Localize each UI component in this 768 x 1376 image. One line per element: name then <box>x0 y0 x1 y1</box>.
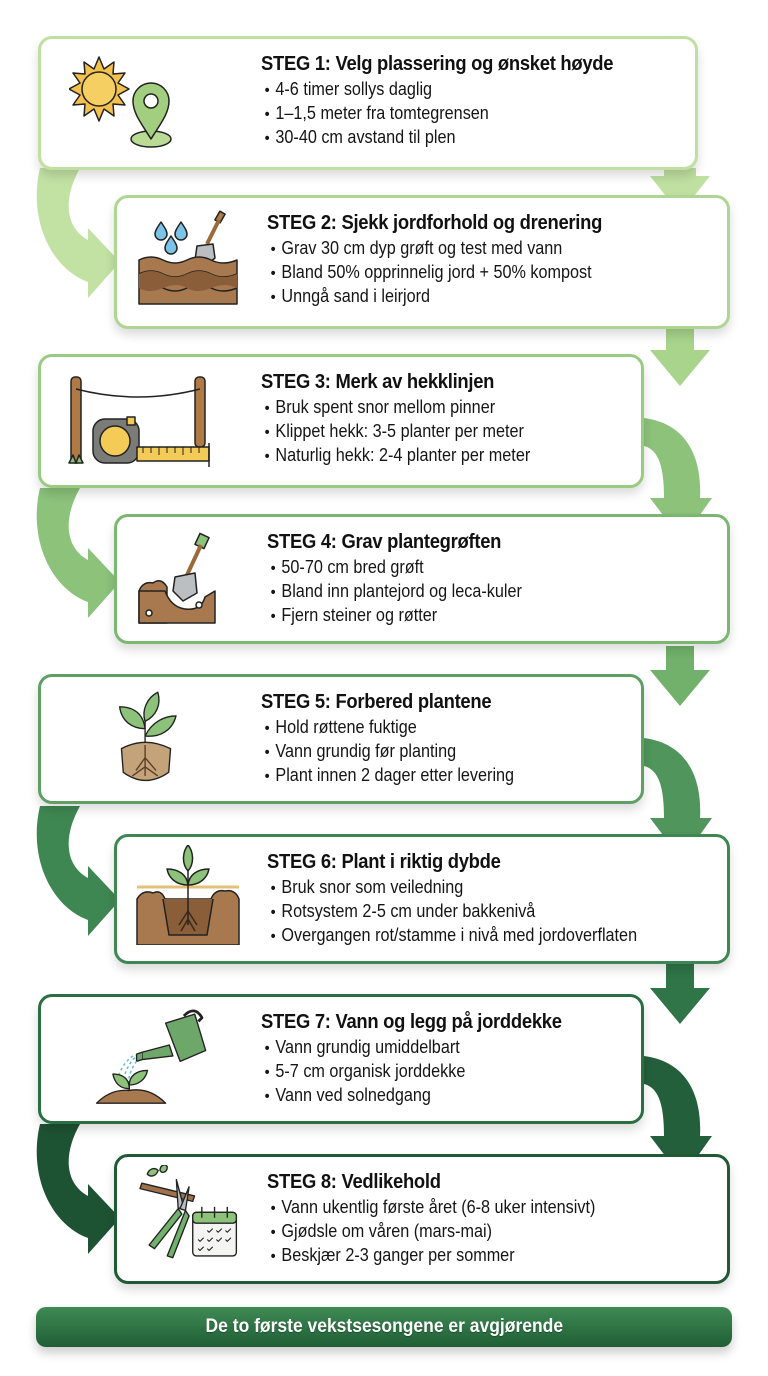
bullet-item: •5-7 cm organisk jorddekke <box>264 1061 466 1081</box>
curved-arrow-icon <box>36 488 120 618</box>
curved-arrow-icon <box>36 168 120 298</box>
bullet-item: •Beskjær 2-3 ganger per sommer <box>270 1245 515 1265</box>
bullet-item: •Unngå sand i leirjord <box>270 286 430 306</box>
step-bullets: •Vann ukentlig første året (6-8 uker int… <box>267 1196 632 1268</box>
footer-text: De to første vekstsesongene er avgjørend… <box>205 1316 563 1337</box>
seedling-root-ball-icon <box>101 685 191 785</box>
step-card-2: STEG 2: Sjekk jordforhold og drenering •… <box>114 195 730 329</box>
step-card-5: STEG 5: Forbered plantene •Hold røttene … <box>38 674 644 804</box>
down-arrow-icon <box>650 964 710 1024</box>
step-title: STEG 1: Velg plassering og ønsket høyde <box>261 53 614 75</box>
bullet-item: •Vann grundig før planting <box>264 741 457 761</box>
step-bullets: •Grav 30 cm dyp grøft og test med vann •… <box>267 237 631 309</box>
step-title: STEG 2: Sjekk jordforhold og drenering <box>267 212 603 234</box>
bullet-item: •Plant innen 2 dager etter levering <box>264 765 515 785</box>
bullet-item: •Bruk snor som veiledning <box>270 877 464 897</box>
sun-and-location-pin-icon <box>68 53 179 153</box>
bullet-item: •Vann ukentlig første året (6-8 uker int… <box>270 1197 596 1217</box>
curved-arrow-icon <box>36 806 120 936</box>
bullet-item: •Grav 30 cm dyp grøft og test med vann <box>270 238 563 258</box>
bullet-item: •Klippet hekk: 3-5 planter per meter <box>264 421 524 441</box>
pruning-shears-calendar-icon <box>135 1164 245 1265</box>
step-title: STEG 5: Forbered plantene <box>261 691 492 713</box>
footer-banner: De to første vekstsesongene er avgjørend… <box>36 1307 732 1347</box>
down-arrow-icon <box>650 328 710 386</box>
bullet-item: •Naturlig hekk: 2-4 planter per meter <box>264 445 531 465</box>
step-card-7: STEG 7: Vann og legg på jorddekke •Vann … <box>38 994 644 1124</box>
bullet-item: •Gjødsle om våren (mars-mai) <box>270 1221 493 1241</box>
bullet-item: •Hold røttene fuktige <box>264 717 417 737</box>
watering-can-seedling-mulch-icon <box>87 1005 217 1105</box>
bullet-item: •Bruk spent snor mellom pinner <box>264 397 496 417</box>
step-title: STEG 8: Vedlikehold <box>267 1171 441 1193</box>
bullet-item: •30-40 cm avstand til plen <box>264 127 456 147</box>
step-bullets: •Hold røttene fuktige •Vann grundig før … <box>261 716 542 788</box>
bullet-item: •1–1,5 meter fra tomtegrensen <box>264 103 489 123</box>
bullet-item: •Bland 50% opprinnelig jord + 50% kompos… <box>270 262 592 282</box>
soil-layers-shovel-water-drops-icon <box>135 208 245 308</box>
bullet-item: •Vann grundig umiddelbart <box>264 1037 460 1057</box>
shovel-digging-trench-icon <box>135 527 245 627</box>
step-card-3: STEG 3: Merk av hekklinjen •Bruk spent s… <box>38 354 644 488</box>
stakes-string-measuring-tape-icon <box>63 371 213 471</box>
step-title: STEG 7: Vann og legg på jorddekke <box>261 1011 562 1033</box>
step-bullets: •Vann grundig umiddelbart •5-7 cm organi… <box>261 1036 588 1108</box>
step-card-4: STEG 4: Grav plantegrøften •50-70 cm bre… <box>114 514 730 644</box>
step-bullets: •Bruk spent snor mellom pinner •Klippet … <box>261 396 560 468</box>
step-card-1: STEG 1: Velg plassering og ønsket høyde … <box>38 36 698 170</box>
curved-arrow-icon <box>36 1124 120 1254</box>
step-bullets: •Bruk snor som veiledning •Rotsystem 2-5… <box>267 876 678 948</box>
step-bullets: •4-6 timer sollys daglig •1–1,5 meter fr… <box>261 78 644 150</box>
bullet-item: •Vann ved solnedgang <box>264 1085 431 1105</box>
down-arrow-icon <box>650 646 710 706</box>
step-title: STEG 4: Grav plantegrøften <box>267 531 502 553</box>
bullet-item: •Overgangen rot/stamme i nivå med jordov… <box>270 925 638 945</box>
bullet-item: •4-6 timer sollys daglig <box>264 79 433 99</box>
step-title: STEG 3: Merk av hekklinjen <box>261 371 495 393</box>
bullet-item: •50-70 cm bred grøft <box>270 557 424 577</box>
plant-in-soil-depth-icon <box>135 844 245 946</box>
bullet-item: •Bland inn plantejord og leca-kuler <box>270 581 522 601</box>
step-card-6: STEG 6: Plant i riktig dybde •Bruk snor … <box>114 834 730 964</box>
step-card-8: STEG 8: Vedlikehold •Vann ukentlig først… <box>114 1154 730 1284</box>
bullet-item: •Fjern steiner og røtter <box>270 605 438 625</box>
step-title: STEG 6: Plant i riktig dybde <box>267 851 501 873</box>
bullet-item: •Rotsystem 2-5 cm under bakkenivå <box>270 901 536 921</box>
step-bullets: •50-70 cm bred grøft •Bland inn plantejo… <box>267 556 550 628</box>
